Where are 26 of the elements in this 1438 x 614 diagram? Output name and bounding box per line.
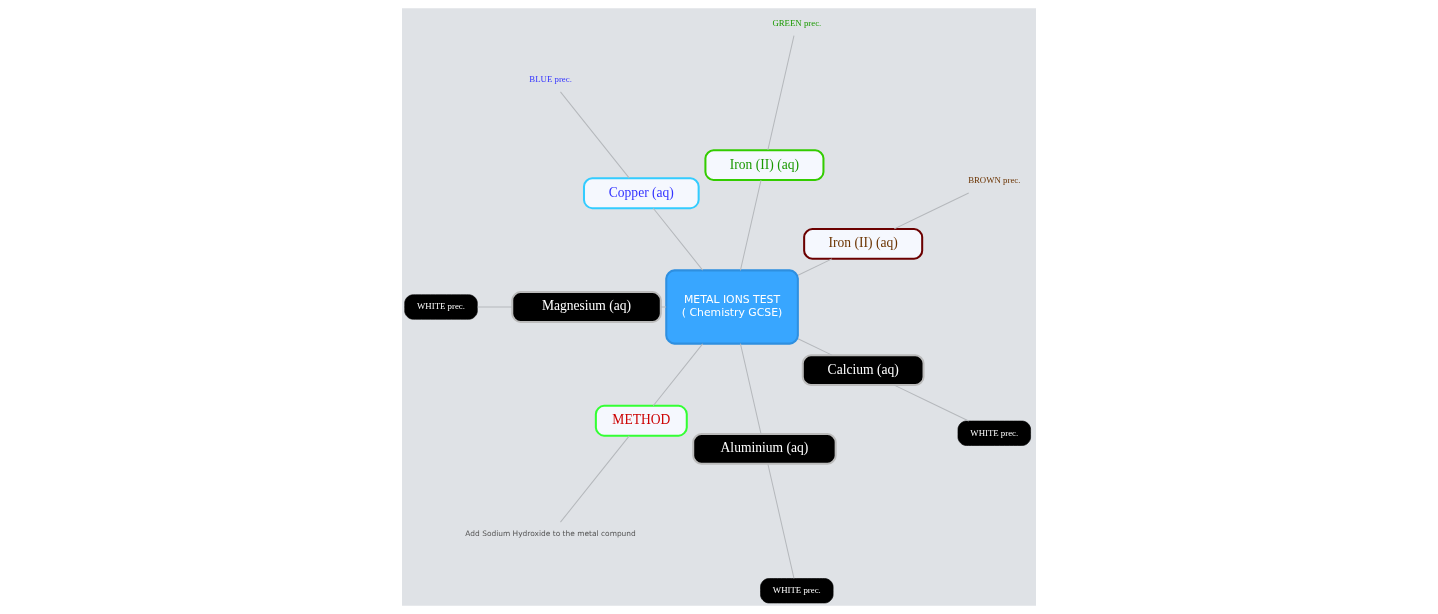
connector	[652, 343, 704, 407]
node-box: Iron (II) (aq)	[803, 227, 924, 260]
node-box: WHITE prec.	[760, 578, 834, 604]
node-box: WHITE prec.	[404, 294, 478, 320]
connector	[739, 179, 762, 271]
node-box: METAL IONS TEST ( Chemistry GCSE)	[665, 269, 799, 345]
connector	[559, 91, 630, 179]
connector	[767, 35, 795, 151]
node-box: Magnesium (aq)	[511, 291, 662, 323]
node-text: BLUE prec.	[529, 73, 572, 84]
node-box: Iron (II) (aq)	[704, 149, 825, 182]
connector	[893, 384, 970, 422]
connector	[559, 435, 630, 523]
connector	[797, 258, 833, 276]
node-box: METHOD	[594, 404, 688, 437]
node-box: Aluminium (aq)	[692, 432, 837, 465]
node-box: Copper (aq)	[583, 177, 700, 210]
connector	[739, 343, 762, 435]
connector	[893, 192, 970, 230]
node-text: BROWN prec.	[968, 175, 1021, 186]
connector	[652, 207, 704, 271]
node-text: GREEN prec.	[772, 17, 822, 28]
node-box: Calcium (aq)	[801, 354, 925, 387]
node-box: WHITE prec.	[957, 420, 1031, 446]
connector	[797, 338, 833, 356]
connector	[767, 463, 795, 579]
